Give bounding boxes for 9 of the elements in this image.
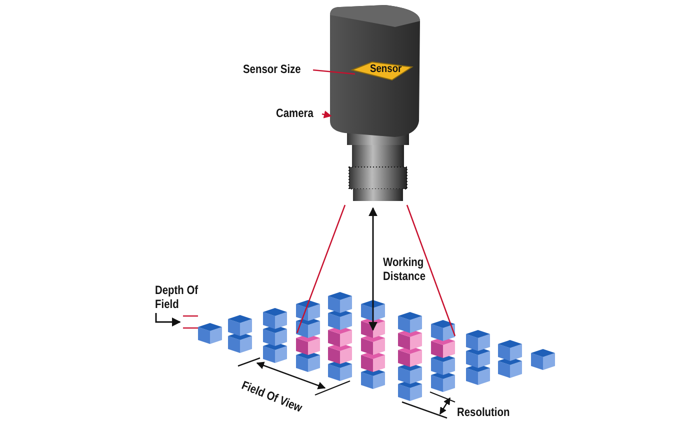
dimension-label: Field Of View: [240, 378, 304, 415]
dimension-label: Depth Of Field: [155, 283, 200, 311]
callout-label: Sensor Size: [243, 62, 301, 76]
leader-line: [322, 110, 332, 118]
part-label: Sensor: [370, 62, 402, 76]
callout-label: Camera: [276, 106, 314, 120]
leader-line: [312, 69, 356, 75]
dimension-label: Resolution: [457, 405, 510, 419]
dimension-label: Working Distance: [383, 255, 427, 283]
